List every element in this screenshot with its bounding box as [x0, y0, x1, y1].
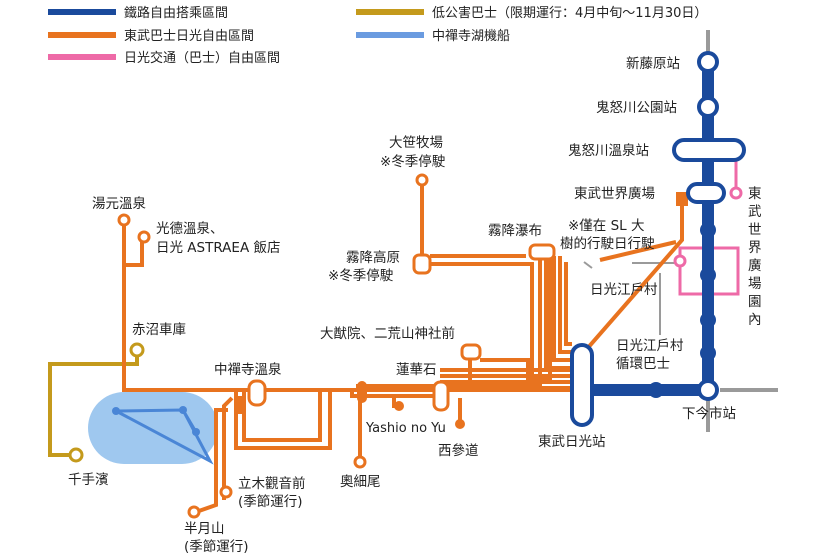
stop-chuzenji	[247, 379, 267, 407]
stop-marker	[357, 381, 367, 403]
label-kirifuri-kogen-2: ※冬季停駛	[328, 267, 394, 284]
lake-stop	[112, 407, 120, 415]
legend-item-rail: 鐵路自由搭乘區間	[48, 2, 228, 21]
station-kinugawa-koen	[697, 96, 719, 118]
station-shinfujiwara	[697, 51, 719, 73]
pointer-line	[583, 261, 593, 269]
rail-stop	[700, 267, 716, 283]
stop-kirifuri-falls	[528, 243, 556, 261]
stop-osasa	[415, 173, 429, 187]
label-okuhosoo: 奧細尾	[340, 474, 381, 490]
label-osasa-2: ※冬季停駛	[380, 153, 446, 170]
low-emission-bus-route	[48, 350, 139, 457]
legend-swatch	[48, 53, 116, 60]
legend-label: 低公害巴士（限期運行：4月中旬～11月30日）	[432, 6, 708, 21]
label-kinugawa-koen: 鬼怒川公園站	[596, 100, 677, 116]
stop-okuhosoo	[353, 455, 367, 469]
label-world-park-4: 廣	[748, 257, 762, 274]
stop-nishisando	[455, 419, 465, 429]
label-rengeseki: 蓮華石	[396, 362, 437, 378]
legend-item-nikko-kotsu: 日光交通（巴士）自由區間	[48, 47, 280, 66]
label-nishisando: 西參道	[438, 443, 479, 459]
label-akanuma: 赤沼車庫	[132, 322, 186, 338]
stop-senjugahama	[68, 447, 84, 463]
stop-taiyuin	[460, 343, 482, 361]
label-kirifuri-falls: 霧降瀑布	[488, 223, 542, 239]
label-world-park-1: 武	[748, 204, 762, 220]
lake-boat-route-2	[181, 409, 198, 433]
stop-world-park	[729, 186, 743, 200]
label-sl-note-1: ※僅在 SL 大	[568, 218, 645, 234]
legend-label: 日光交通（巴士）自由區間	[124, 51, 281, 66]
label-tobu-nikko: 東武日光站	[538, 434, 606, 450]
label-sl-note-2: 樹的行駛日行駛	[560, 236, 655, 252]
legend-item-tobu-bus: 東武巴士日光自由區間	[48, 25, 254, 44]
stop-yumoto	[117, 213, 131, 227]
label-taiyuin: 大猷院、二荒山神社前	[320, 325, 455, 342]
legend-item-low-emission-bus: 低公害巴士（限期運行：4月中旬～11月30日）	[356, 2, 707, 21]
label-osasa-1: 大笹牧場	[389, 135, 443, 151]
legend-label: 鐵路自由搭乘區間	[124, 6, 229, 21]
label-tachiki-1: 立木觀音前	[238, 475, 306, 492]
stop-edomura	[673, 254, 687, 268]
label-tobu-world: 東武世界廣場	[574, 185, 655, 202]
label-hangetsu-1: 半月山	[184, 521, 225, 537]
label-kinugawa-onsen: 鬼怒川溫泉站	[568, 142, 649, 159]
label-shimoimaichi: 下今市站	[682, 405, 736, 422]
label-chuzenji: 中禪寺溫泉	[214, 361, 282, 378]
station-shimoimaichi	[697, 379, 719, 401]
legend-label: 東武巴士日光自由區間	[124, 29, 255, 44]
label-senjugahama: 千手濱	[68, 472, 109, 488]
label-world-park-7: 內	[748, 312, 762, 328]
label-yashio: Yashio no Yu	[365, 421, 446, 436]
stop-tachiki	[219, 485, 233, 499]
label-hangetsu-2: (季節運行)	[184, 539, 249, 555]
legend-item-lake-boat: 中禪寺湖機船	[356, 25, 510, 44]
stop-kirifuri-kogen	[412, 253, 432, 275]
legend-swatch	[356, 31, 424, 38]
label-kirifuri-kogen-1: 霧降高原	[346, 249, 400, 266]
label-yumoto: 湯元溫泉	[92, 195, 146, 212]
stop-hangetsu	[187, 505, 201, 519]
label-world-park-2: 世	[748, 222, 762, 238]
station-tobu-world	[686, 182, 726, 204]
stop-akanuma	[129, 342, 145, 358]
rail-stop	[648, 382, 664, 398]
rail-stop	[700, 345, 716, 361]
legend-swatch	[48, 8, 116, 15]
legend-swatch	[48, 31, 116, 38]
label-edomura-loop-2: 循環巴士	[616, 356, 670, 372]
lake-stop	[192, 428, 200, 436]
label-kotoku-1: 光德溫泉、	[156, 220, 224, 237]
station-tobu-nikko	[570, 343, 594, 427]
rail-stop	[700, 222, 716, 238]
stop-tobu-world-bus	[676, 192, 688, 206]
stop-rengeseki	[432, 380, 450, 412]
legend-swatch	[356, 8, 424, 15]
stop-yashio	[394, 401, 404, 411]
label-world-park-6: 園	[748, 294, 762, 310]
label-world-park-0: 東	[748, 186, 762, 202]
label-shinfujiwara: 新藤原站	[626, 56, 680, 72]
label-tachiki-2: (季節運行)	[238, 494, 303, 510]
rail-stop	[700, 312, 716, 328]
label-edomura-loop-1: 日光江戶村	[616, 338, 684, 354]
stop-kotoku	[137, 230, 151, 244]
label-world-park-3: 界	[748, 240, 762, 256]
label-kotoku-2: 日光 ASTRAEA 飯店	[156, 240, 280, 256]
station-kinugawa-onsen	[672, 138, 746, 162]
lake-stop	[179, 406, 187, 414]
label-world-park-5: 場	[748, 276, 762, 292]
label-edomura: 日光江戶村	[590, 282, 658, 298]
legend-label: 中禪寺湖機船	[432, 29, 511, 44]
